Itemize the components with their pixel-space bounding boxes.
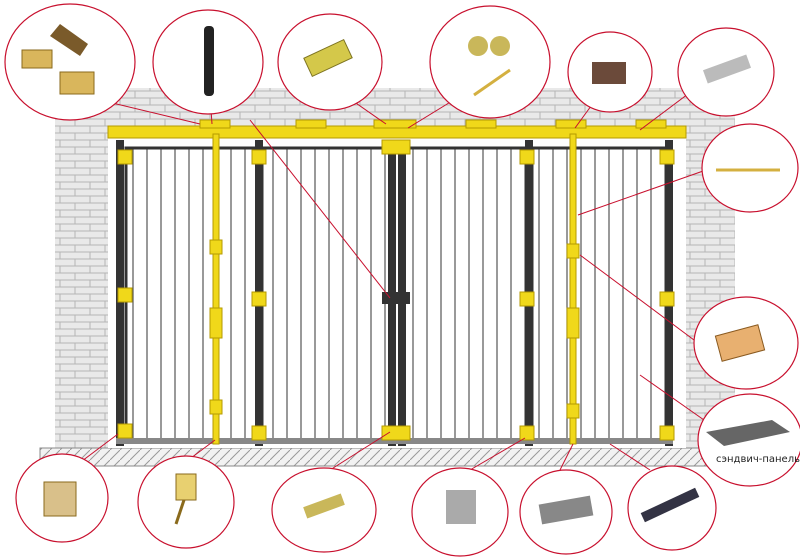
gate-leaf-1 [124, 146, 260, 442]
rail-profile-icon [592, 62, 626, 84]
gate-leaf-3 [402, 146, 530, 442]
gate-leaf-4 [530, 146, 670, 442]
callout-hinge-set-top-left [4, 3, 136, 121]
ground-strip [39, 447, 741, 467]
hinge-plate-icon [43, 481, 77, 517]
sandwich-panel-label: сэндвич-панель [716, 454, 800, 465]
guide-rail-icon [702, 54, 752, 84]
floor-stopper-icon [538, 495, 594, 525]
top-rail [107, 119, 687, 139]
pin-set-icon [303, 493, 345, 519]
trolley-roller-icon [468, 36, 511, 97]
bottom-rail-icon [640, 487, 700, 523]
gate-leaf-2 [260, 146, 392, 442]
door-handle-icon [204, 26, 214, 96]
sandwich-panel-icon [706, 420, 790, 446]
callout-bolt-latch-bottom [137, 455, 235, 549]
callout-trolley-roller-top [429, 5, 551, 119]
bolt-latch-icon [174, 473, 197, 525]
door-hinge-set-icon [21, 24, 95, 95]
bottom-rail [116, 438, 673, 444]
roller-bracket-icon [303, 38, 353, 78]
callout-bolt-rod-right [701, 123, 799, 213]
hinges [117, 139, 675, 441]
bottom-guide-icon [446, 490, 476, 524]
latch-icon [714, 324, 766, 362]
